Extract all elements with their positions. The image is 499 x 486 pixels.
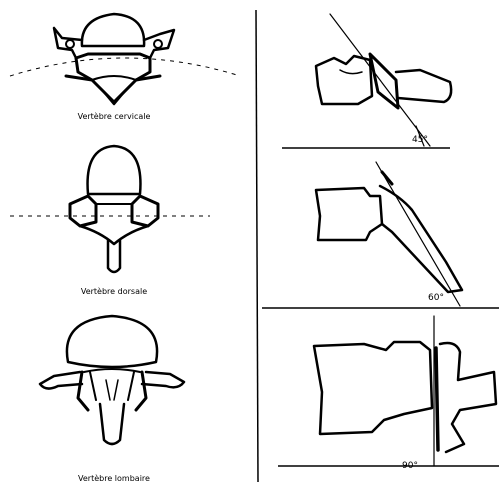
cervical-vertebra-top-view	[10, 14, 240, 104]
cervical-lateral-view	[282, 14, 451, 148]
column-divider	[256, 10, 258, 482]
dorsal-lateral-view	[262, 162, 499, 308]
cervical-label: Vertèbre cervicale	[78, 111, 151, 121]
cervical-angle: 45°	[412, 135, 428, 145]
lumbar-vertebra-top-view	[40, 316, 184, 444]
lumbar-label: Vertèbre lombaire	[78, 473, 150, 483]
lumbar-angle: 90°	[402, 461, 418, 471]
dorsal-vertebra-top-view	[10, 146, 210, 272]
dorsal-label: Vertèbre dorsale	[81, 286, 147, 296]
lumbar-lateral-view	[278, 316, 499, 466]
dorsal-angle: 60°	[428, 293, 444, 303]
